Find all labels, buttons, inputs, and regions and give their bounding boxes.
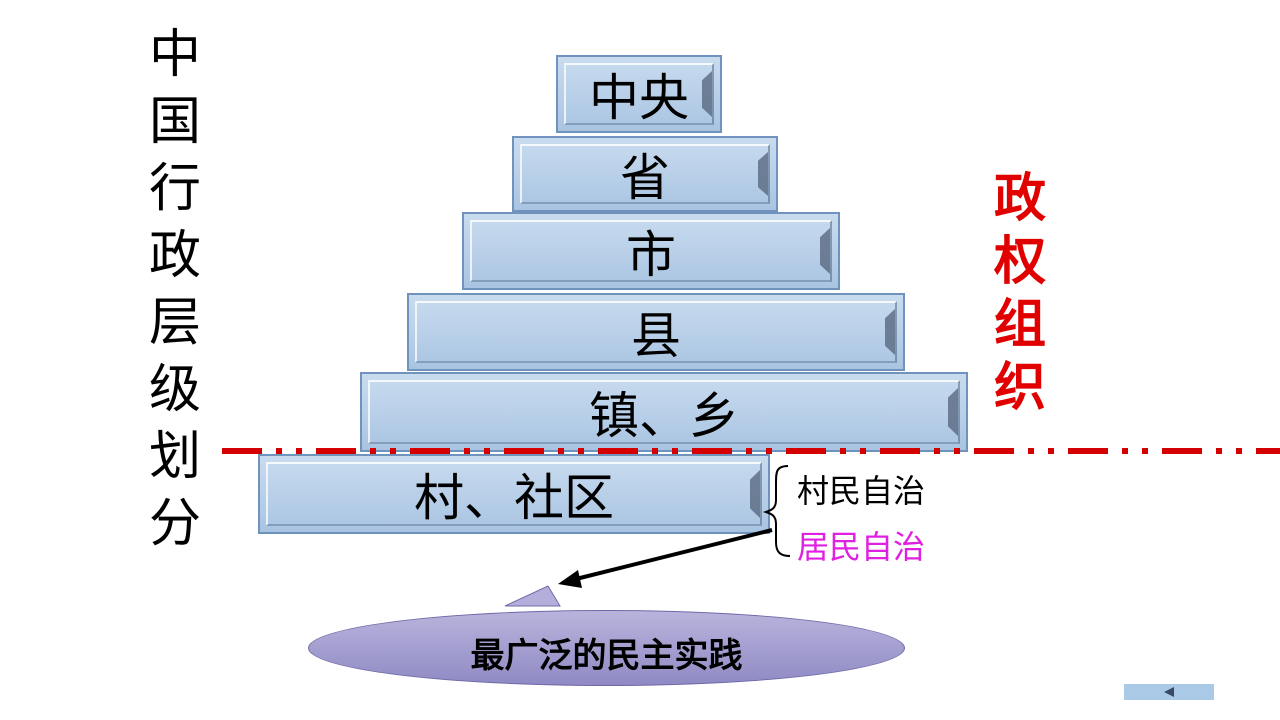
tier-central: 中央 bbox=[556, 55, 722, 133]
tier-city: 市 bbox=[462, 212, 840, 290]
tier-label: 中央 bbox=[589, 69, 689, 127]
right-vertical-title: 政 权 组 织 bbox=[985, 168, 1055, 420]
right-title-char: 组 bbox=[993, 295, 1046, 355]
left-title-char: 中 bbox=[148, 25, 201, 85]
left-title-char: 划 bbox=[148, 427, 201, 487]
left-title-char: 行 bbox=[148, 159, 201, 219]
left-vertical-title: 中 国 行 政 层 级 划 分 bbox=[140, 22, 210, 558]
tier-village: 村、社区 bbox=[258, 454, 770, 534]
left-title-char: 级 bbox=[148, 360, 201, 420]
villager-self-governance-label: 村民自治 bbox=[797, 472, 926, 510]
triangle-left-icon bbox=[1164, 687, 1174, 697]
divider-line bbox=[222, 448, 1280, 454]
tier-label: 镇、乡 bbox=[589, 387, 739, 445]
right-title-char: 政 bbox=[993, 169, 1046, 229]
left-title-char: 政 bbox=[148, 226, 201, 286]
democracy-practice-ellipse: 最广泛的民主实践 bbox=[308, 610, 905, 686]
left-title-char: 国 bbox=[148, 92, 201, 152]
tier-province: 省 bbox=[512, 136, 778, 212]
tier-label: 市 bbox=[626, 226, 676, 284]
tier-label: 省 bbox=[620, 149, 670, 207]
right-title-char: 权 bbox=[993, 232, 1046, 292]
left-title-char: 层 bbox=[148, 293, 201, 353]
arrow-head bbox=[558, 570, 582, 588]
previous-slide-button[interactable] bbox=[1124, 684, 1214, 700]
ellipse-label: 最广泛的民主实践 bbox=[470, 635, 743, 676]
tier-label: 县 bbox=[631, 307, 681, 365]
tier-township: 镇、乡 bbox=[360, 372, 968, 452]
right-title-char: 织 bbox=[993, 358, 1046, 418]
resident-self-governance-label: 居民自治 bbox=[797, 528, 926, 566]
left-title-char: 分 bbox=[148, 494, 201, 554]
tier-label: 村、社区 bbox=[414, 469, 614, 527]
tier-county: 县 bbox=[407, 293, 905, 371]
arrow-line bbox=[571, 528, 773, 582]
ellipse-callout-tip bbox=[504, 585, 561, 607]
curly-brace bbox=[762, 465, 791, 557]
